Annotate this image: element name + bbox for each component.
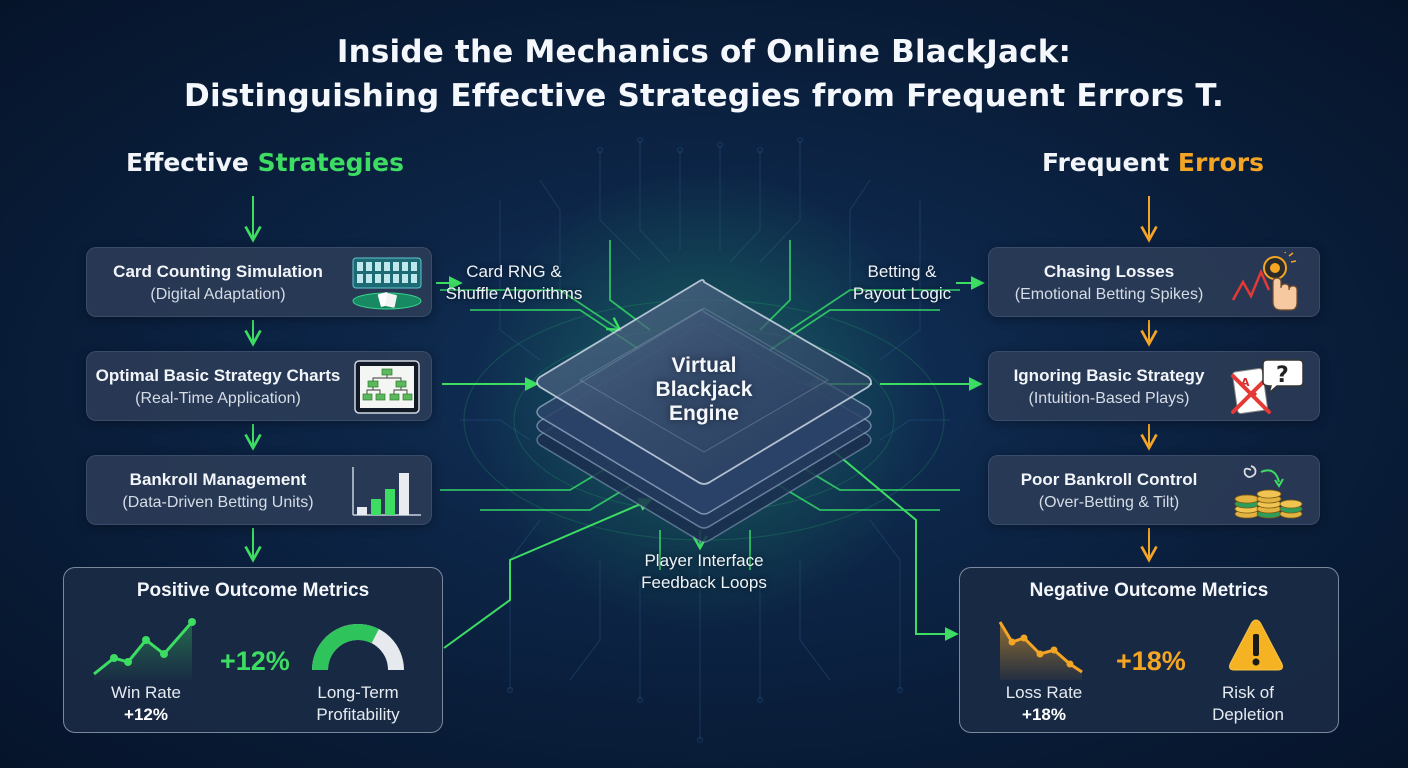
page-title-line-1: Inside the Mechanics of Online BlackJack… <box>336 34 1072 70</box>
profitability-line-1: Long-Term <box>317 683 399 702</box>
ignoring-basic-strategy-card: Ignoring Basic Strategy (Intuition-Based… <box>988 351 1320 421</box>
svg-text:?: ? <box>1276 363 1289 388</box>
virtual-blackjack-engine <box>536 279 872 543</box>
crossed-card-question-icon: A ? <box>1231 359 1304 414</box>
depletion-line-1: Risk of <box>1222 683 1274 702</box>
player-interface-label: Player Interface Feedback Loops <box>624 550 784 594</box>
blackjack-table-icon <box>352 257 422 310</box>
profitability-line-2: Profitability <box>316 705 400 724</box>
betting-payout-label: Betting & Payout Logic <box>834 261 970 305</box>
card-title: Chasing Losses <box>1043 262 1175 281</box>
loss-rate-line-chart <box>998 621 1083 680</box>
depletion-label: Risk of Depletion <box>1198 682 1298 726</box>
chasing-losses-card: Chasing Losses (Emotional Betting Spikes… <box>988 247 1320 317</box>
positive-outcome-metrics-panel: Positive Outcome Metrics +12% Win Rate +… <box>63 567 443 733</box>
rng-line-1: Card RNG & <box>466 262 562 281</box>
win-rate-text: Win Rate <box>111 683 181 702</box>
warning-triangle-icon <box>1229 619 1283 671</box>
card-subtitle: (Real-Time Application) <box>135 390 301 407</box>
optimal-basic-strategy-charts-card: Optimal Basic Strategy Charts (Real-Time… <box>86 351 432 421</box>
engine-title: Virtual Blackjack Engine <box>604 354 804 426</box>
betting-line-2: Payout Logic <box>852 284 952 303</box>
engine-title-line-3: Engine <box>668 402 739 425</box>
card-subtitle: (Data-Driven Betting Units) <box>122 494 314 511</box>
win-rate-label: Win Rate +12% <box>98 682 194 726</box>
card-title: Optimal Basic Strategy Charts <box>95 366 341 385</box>
loss-rate-label: Loss Rate +18% <box>994 682 1094 726</box>
effective-strategies-heading: Effective Strategies <box>126 148 404 177</box>
card-counting-simulation-card: Card Counting Simulation (Digital Adapta… <box>86 247 432 317</box>
player-line-2: Feedback Loops <box>641 573 767 592</box>
card-subtitle: (Emotional Betting Spikes) <box>1014 286 1204 303</box>
win-rate-line-chart <box>93 618 196 680</box>
bar-chart-icon <box>352 467 421 516</box>
rng-line-2: Shuffle Algorithms <box>445 284 583 303</box>
heading-part-strategies: Strategies <box>257 148 404 177</box>
heading-part-errors: Errors <box>1177 148 1265 177</box>
profitability-gauge <box>312 624 404 671</box>
card-title: Bankroll Management <box>129 470 307 489</box>
chip-click-spike-icon <box>1231 252 1298 311</box>
loss-rate-text: Loss Rate <box>1005 683 1083 702</box>
frequent-errors-heading: Frequent Errors <box>1042 148 1264 177</box>
svg-text:A: A <box>1241 376 1250 389</box>
metrics-title: Positive Outcome Metrics <box>136 580 370 601</box>
card-title: Card Counting Simulation <box>113 262 323 281</box>
card-subtitle: (Digital Adaptation) <box>150 286 286 303</box>
negative-outcome-metrics-panel: Negative Outcome Metrics +18% Loss Rate … <box>959 567 1339 733</box>
card-subtitle: (Intuition-Based Plays) <box>1028 390 1190 407</box>
heading-part-effective: Effective <box>126 148 249 177</box>
card-rng-label: Card RNG & Shuffle Algorithms <box>436 261 592 305</box>
engine-title-line-2: Blackjack <box>655 378 753 401</box>
player-line-1: Player Interface <box>644 551 764 570</box>
card-subtitle: (Over-Betting & Tilt) <box>1038 494 1180 511</box>
positive-metric-value: +12% <box>220 646 290 676</box>
profitability-label: Long-Term Profitability <box>298 682 418 726</box>
tablet-flowchart-icon <box>354 360 420 414</box>
metrics-title: Negative Outcome Metrics <box>1029 580 1269 601</box>
betting-line-1: Betting & <box>867 262 937 281</box>
negative-metric-value: +18% <box>1116 646 1186 676</box>
card-title: Ignoring Basic Strategy <box>1013 366 1205 385</box>
depletion-line-2: Depletion <box>1212 705 1284 724</box>
page-title-line-2: Distinguishing Effective Strategies from… <box>184 78 1224 114</box>
loss-rate-value: +18% <box>1022 705 1066 724</box>
heading-part-frequent: Frequent <box>1042 148 1170 177</box>
engine-title-line-1: Virtual <box>671 354 737 377</box>
win-rate-value: +12% <box>124 705 168 724</box>
poor-bankroll-control-card: Poor Bankroll Control (Over-Betting & Ti… <box>988 455 1320 525</box>
bankroll-management-card: Bankroll Management (Data-Driven Betting… <box>86 455 432 525</box>
card-title: Poor Bankroll Control <box>1020 470 1198 489</box>
chip-stacks-icon <box>1234 465 1303 519</box>
